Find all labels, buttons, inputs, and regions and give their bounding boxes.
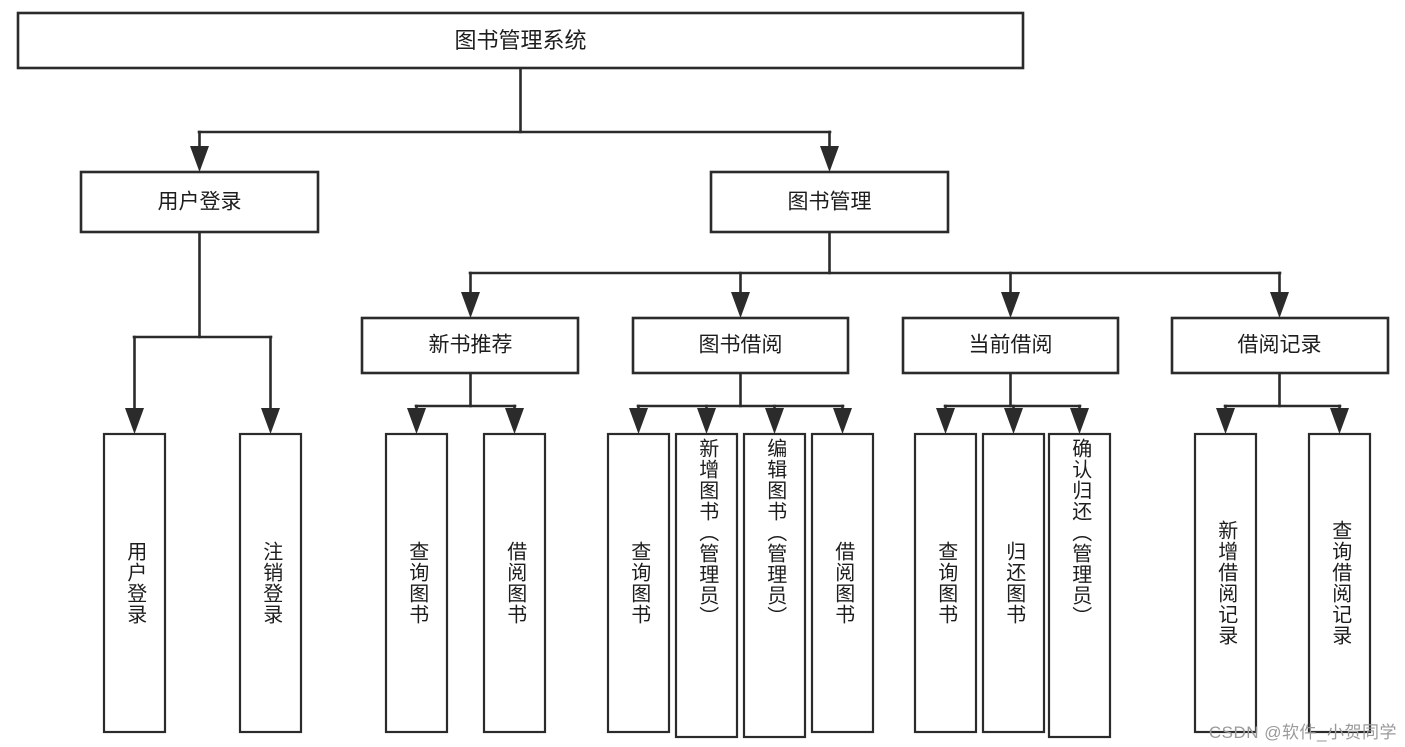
connector-group-borrow xyxy=(636,371,845,419)
arrowhead-leaf-8 xyxy=(833,408,852,434)
arrowhead-leaf-9 xyxy=(936,408,955,434)
node-borrow-record[interactable] xyxy=(1170,316,1390,375)
arrowhead-leaf-6 xyxy=(697,408,716,434)
leaf-box-4[interactable] xyxy=(482,432,547,734)
leaf-box-12[interactable] xyxy=(1193,432,1258,734)
leaf-box-3[interactable] xyxy=(384,432,449,734)
leaf-box-10[interactable] xyxy=(981,432,1046,734)
node-root[interactable] xyxy=(16,11,1025,70)
node-current-borrow-label: 当前借阅 xyxy=(969,334,1053,357)
arrowhead-leaf-7 xyxy=(765,408,784,434)
leaf-box-9[interactable] xyxy=(913,432,978,734)
arrowhead-leaf-2 xyxy=(261,408,280,434)
arrowhead-leaf-13 xyxy=(1330,408,1349,434)
arrowhead-leaf-10 xyxy=(1004,408,1023,434)
node-book-manage[interactable] xyxy=(709,170,950,234)
arrowhead-to-book-manage xyxy=(820,146,839,172)
node-new-book-recommend[interactable] xyxy=(360,316,580,375)
arrowhead-to-current-borrow xyxy=(1001,292,1020,318)
node-book-manage-label: 图书管理 xyxy=(788,191,872,214)
node-user-login[interactable] xyxy=(79,170,320,234)
leaf-box-13[interactable] xyxy=(1307,432,1372,734)
node-book-borrow[interactable] xyxy=(631,316,850,375)
connector-group-user-login xyxy=(132,230,273,419)
leaf-box-2[interactable] xyxy=(238,432,303,734)
node-current-borrow[interactable] xyxy=(901,316,1120,375)
watermark-text: CSDN @软件_小贺同学 xyxy=(1208,723,1397,742)
connector-group-borrow-record xyxy=(1223,371,1342,419)
leaf-box-7[interactable] xyxy=(742,432,807,739)
node-new-book-recommend-label: 新书推荐 xyxy=(429,334,513,357)
node-book-borrow-label: 图书借阅 xyxy=(699,334,783,357)
connector-group-new-book xyxy=(414,371,517,419)
leaf-box-6[interactable] xyxy=(674,432,739,739)
connector-group-root xyxy=(197,66,832,157)
arrowhead-leaf-4 xyxy=(505,408,524,434)
arrowhead-leaf-5 xyxy=(629,408,648,434)
node-root-label: 图书管理系统 xyxy=(454,28,586,53)
arrowhead-leaf-1 xyxy=(125,408,144,434)
leaf-box-5[interactable] xyxy=(606,432,671,734)
node-borrow-record-label: 借阅记录 xyxy=(1238,334,1322,357)
arrowhead-to-borrow-record xyxy=(1270,292,1289,318)
arrowhead-leaf-3 xyxy=(407,408,426,434)
connector-group-book-manage xyxy=(468,230,1282,303)
node-user-login-label: 用户登录 xyxy=(158,191,242,214)
leaf-box-11[interactable] xyxy=(1047,432,1112,739)
arrowhead-leaf-12 xyxy=(1216,408,1235,434)
arrowhead-to-user-login xyxy=(190,146,209,172)
arrowhead-leaf-11 xyxy=(1070,408,1089,434)
arrowhead-to-borrow xyxy=(731,292,750,318)
arrowhead-to-new-book xyxy=(461,292,480,318)
leaf-box-8[interactable] xyxy=(810,432,875,734)
leaf-box-1[interactable] xyxy=(102,432,167,734)
